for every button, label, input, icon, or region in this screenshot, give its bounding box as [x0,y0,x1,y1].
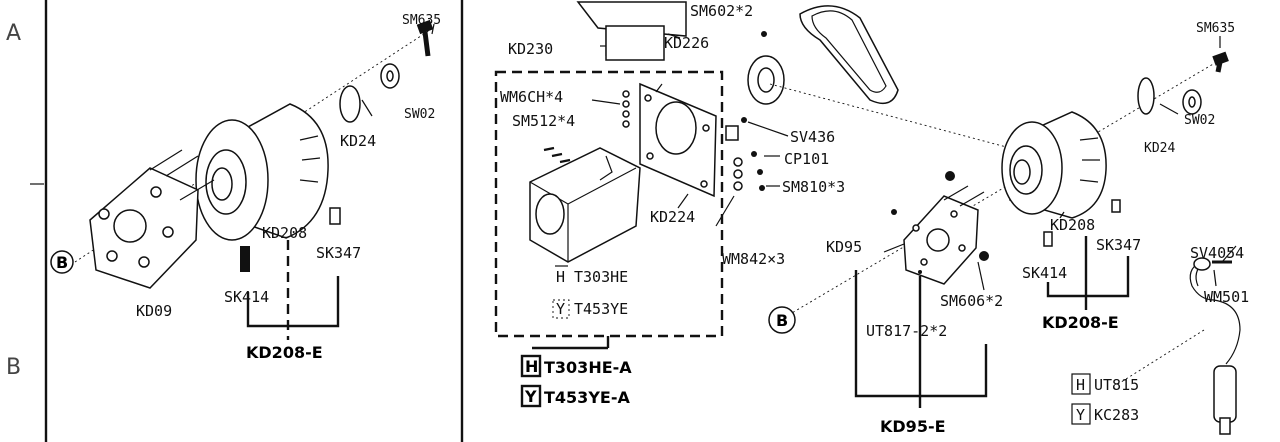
variant-y-code: T453YE-A [544,388,630,407]
label-sk347-right: SK347 [1096,236,1141,254]
label-kd208-right: KD208 [1050,216,1095,234]
label-sk347: SK347 [316,244,361,262]
label-sv4054: SV4054 [1190,244,1244,262]
group-label-kd208-e-right: KD208-E [1042,313,1119,332]
label-wm842: WM842×3 [722,250,785,268]
stepper-motor [529,147,641,263]
set-screw-sk414 [240,246,250,272]
label-sm512: SM512*4 [512,112,575,130]
label-wm501: WM501 [1204,288,1249,306]
variant-h-inner-mark: H [556,268,565,286]
left-assembly: B SM635 SW02 KD24 KD208 SK347 SK414 KD09… [50,13,441,362]
label-t453ye: T453YE [574,300,628,318]
label-kd95: KD95 [826,238,862,256]
label-kd09: KD09 [136,302,172,320]
label-kd24-right: KD24 [1144,141,1175,156]
marker-b-left [50,250,74,274]
set-screw-sk347 [329,207,341,225]
variant-y-mark: Y [524,387,537,406]
motor-kd208 [195,103,329,241]
label-sm602: SM602*2 [690,2,753,20]
label-cp101: CP101 [784,150,829,168]
variant-y-mark-right: Y [1076,406,1085,424]
bracket-kd224 [639,82,717,198]
marker-b-left-text: B [56,253,68,272]
set-screw-sk347-right [1111,199,1121,213]
label-kd24: KD24 [340,132,376,150]
disk-kd24-right [1137,77,1155,115]
label-kd226: KD226 [664,34,709,52]
variant-h-mark-right: H [1076,376,1085,394]
label-sm606: SM606*2 [940,292,1003,310]
label-sw02-right: SW02 [1184,113,1215,128]
label-kd230: KD230 [508,40,553,58]
variant-y-box [520,384,542,408]
heatsink-kd230 [576,1,687,61]
variant-h-mark: H [525,357,538,376]
label-kc283: KC283 [1094,406,1139,424]
marker-b-right-text: B [776,311,788,330]
label-sm635: SM635 [402,13,441,28]
label-sk414-right: SK414 [1022,264,1067,282]
screw-sm635-right [1212,51,1229,73]
belt [799,5,899,105]
center-assembly: SM602*2 KD230 KD226 WM6CH*4 SM512*4 SV43… [494,1,1011,408]
flange-kd95 [891,171,989,285]
group-label-kd95-e: KD95-E [880,417,946,436]
label-sw02: SW02 [404,107,435,122]
marker-b-right [768,306,796,334]
right-assembly: B SM635 SW02 KD24 KD208 SK347 SK414 KD95… [768,21,1249,436]
set-screw-sk414-right [1043,231,1053,247]
variant-y-inner-mark: Y [556,300,565,318]
label-wm6ch: WM6CH*4 [500,88,563,106]
pulley-kd226 [747,31,785,105]
screw-sm635 [416,19,434,57]
label-ut815: UT815 [1094,376,1139,394]
variant-h-box [520,354,542,378]
label-ut817: UT817-2*2 [866,322,947,340]
label-kd208: KD208 [262,224,307,242]
row-marker-a: A [6,21,21,46]
variant-h-box-right [1071,373,1091,395]
coupling-cp101 [725,125,739,141]
screws-sm512 [543,90,630,164]
disk-kd24 [339,85,361,123]
label-sm635-right: SM635 [1196,21,1235,36]
motor-kd208-right [1001,111,1107,219]
label-sv436: SV436 [790,128,835,146]
label-sm810: SM810*3 [782,178,845,196]
group-bracket-kd208-right [1046,256,1130,298]
label-sk414: SK414 [224,288,269,306]
variant-h-code: T303HE-A [544,358,632,377]
flange-kd09 [89,149,215,289]
label-t303he: T303HE [574,268,628,286]
wire-harness [1189,257,1241,435]
row-marker-b: B [6,355,21,380]
group-box-motor [494,70,724,338]
label-kd224: KD224 [650,208,695,226]
group-label-kd208-e-left: KD208-E [246,343,323,362]
variant-y-box-right [1071,403,1091,425]
